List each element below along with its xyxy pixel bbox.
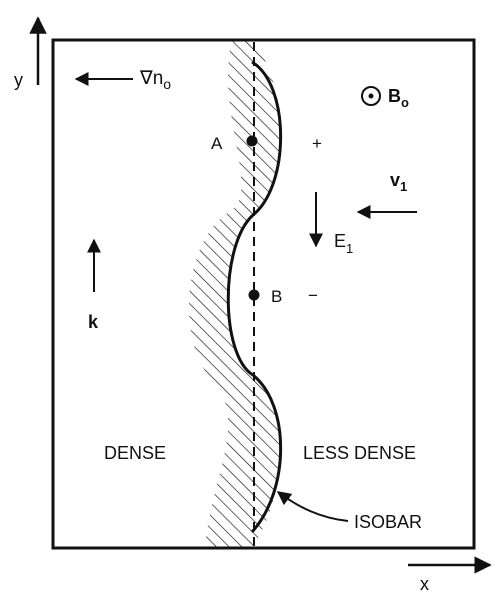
- electric-field-label: E1: [334, 231, 353, 256]
- point-a-dot: [246, 135, 258, 147]
- negative-charge-label: −: [308, 286, 318, 305]
- x-axis-label: x: [420, 574, 429, 594]
- point-b-label: B: [271, 287, 282, 306]
- less-dense-region-label: LESS DENSE: [303, 443, 416, 463]
- dense-region-label: DENSE: [104, 443, 166, 463]
- out-of-page-vector-icon: [361, 86, 381, 106]
- positive-charge-label: +: [312, 134, 322, 153]
- point-a-label: A: [211, 134, 223, 153]
- isobar-pointer-arrow: [276, 491, 349, 522]
- drift-velocity-label: v1: [390, 170, 407, 194]
- hatched-region: [189, 40, 281, 548]
- density-gradient-label: ∇no: [139, 68, 171, 92]
- isobar-curve: [226, 60, 283, 534]
- point-b-dot: [248, 289, 260, 301]
- plasma-frame: [51, 38, 476, 550]
- wave-vector-label: k: [88, 312, 99, 332]
- isobar-label: ISOBAR: [354, 512, 422, 532]
- magnetic-field-label: Bo: [388, 86, 409, 110]
- y-axis-label: y: [14, 70, 23, 90]
